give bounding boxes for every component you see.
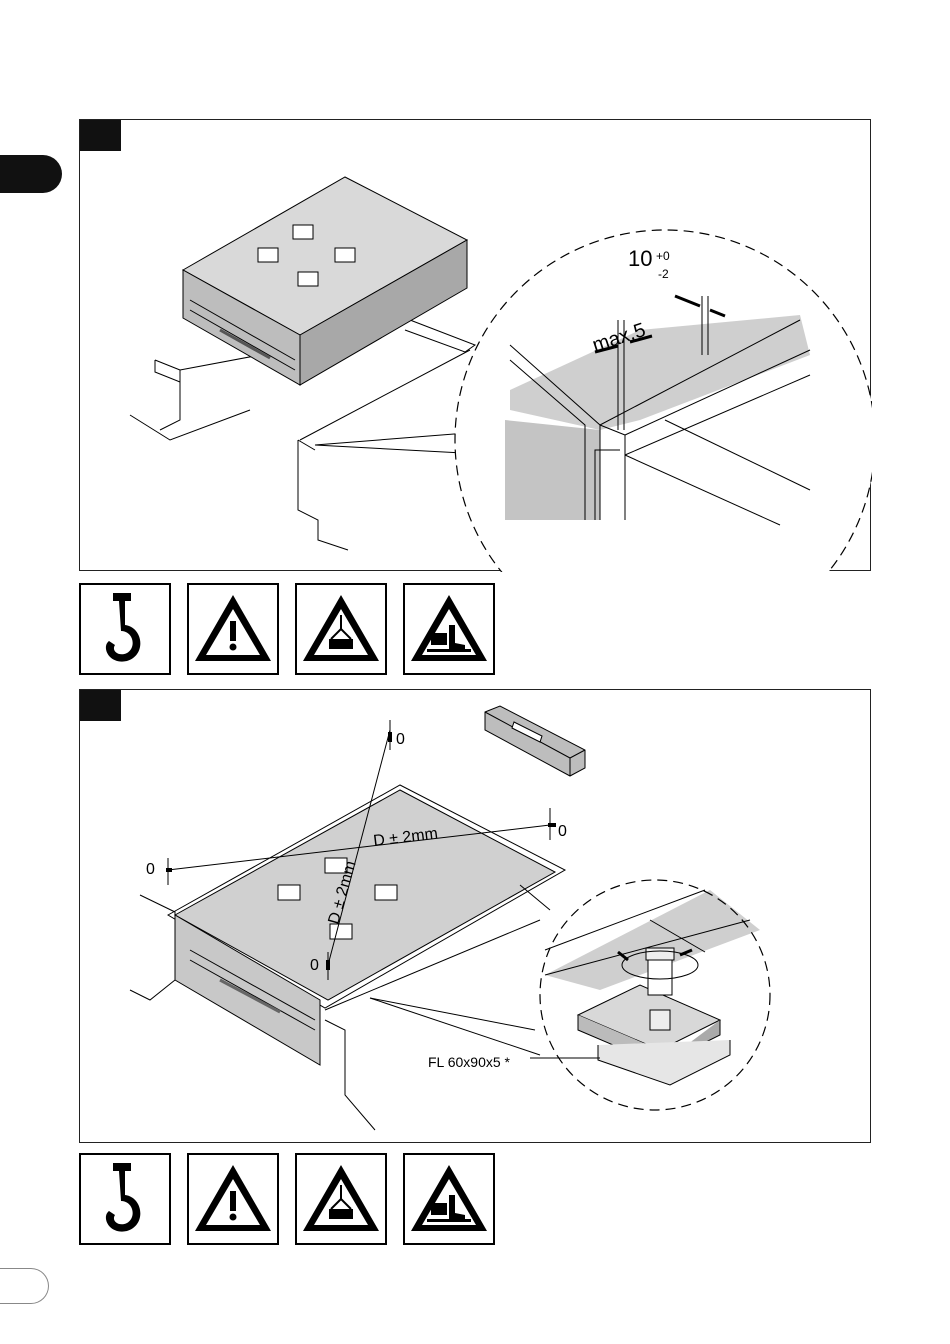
figure-1-drawing: 10 +0 -2 max.5	[80, 120, 872, 572]
safety-icons-row	[79, 583, 495, 675]
zero-marker-left: 0	[146, 861, 155, 878]
crane-hook-icon	[79, 583, 171, 675]
foot-crush-warning-icon	[403, 1153, 495, 1245]
figure-2-drawing: 0 0 0 0 D ± 2mm D ± 2mm FL 60x90x5 *	[80, 690, 872, 1144]
dimension-tolerance-plus: +0	[656, 249, 670, 263]
flat-bar-part-label: FL 60x90x5 *	[428, 1054, 511, 1070]
safety-icons-row	[79, 1153, 495, 1245]
crane-hook-icon	[79, 1153, 171, 1245]
zero-marker-bottom: 0	[310, 957, 319, 974]
dimension-tolerance-minus: -2	[658, 267, 669, 281]
foot-crush-warning-icon	[403, 583, 495, 675]
general-warning-icon	[187, 1153, 279, 1245]
page-number-oval	[0, 1268, 49, 1304]
figure-1-panel: 10 +0 -2 max.5	[79, 119, 871, 571]
dimension-nominal: 10	[628, 246, 652, 271]
figure-2-panel: 0 0 0 0 D ± 2mm D ± 2mm FL 60x90x5 *	[79, 689, 871, 1143]
general-warning-icon	[187, 583, 279, 675]
suspended-load-warning-icon	[295, 583, 387, 675]
zero-marker-right: 0	[558, 823, 567, 840]
suspended-load-warning-icon	[295, 1153, 387, 1245]
section-tab-marker	[0, 155, 62, 193]
zero-marker-top: 0	[396, 731, 405, 748]
